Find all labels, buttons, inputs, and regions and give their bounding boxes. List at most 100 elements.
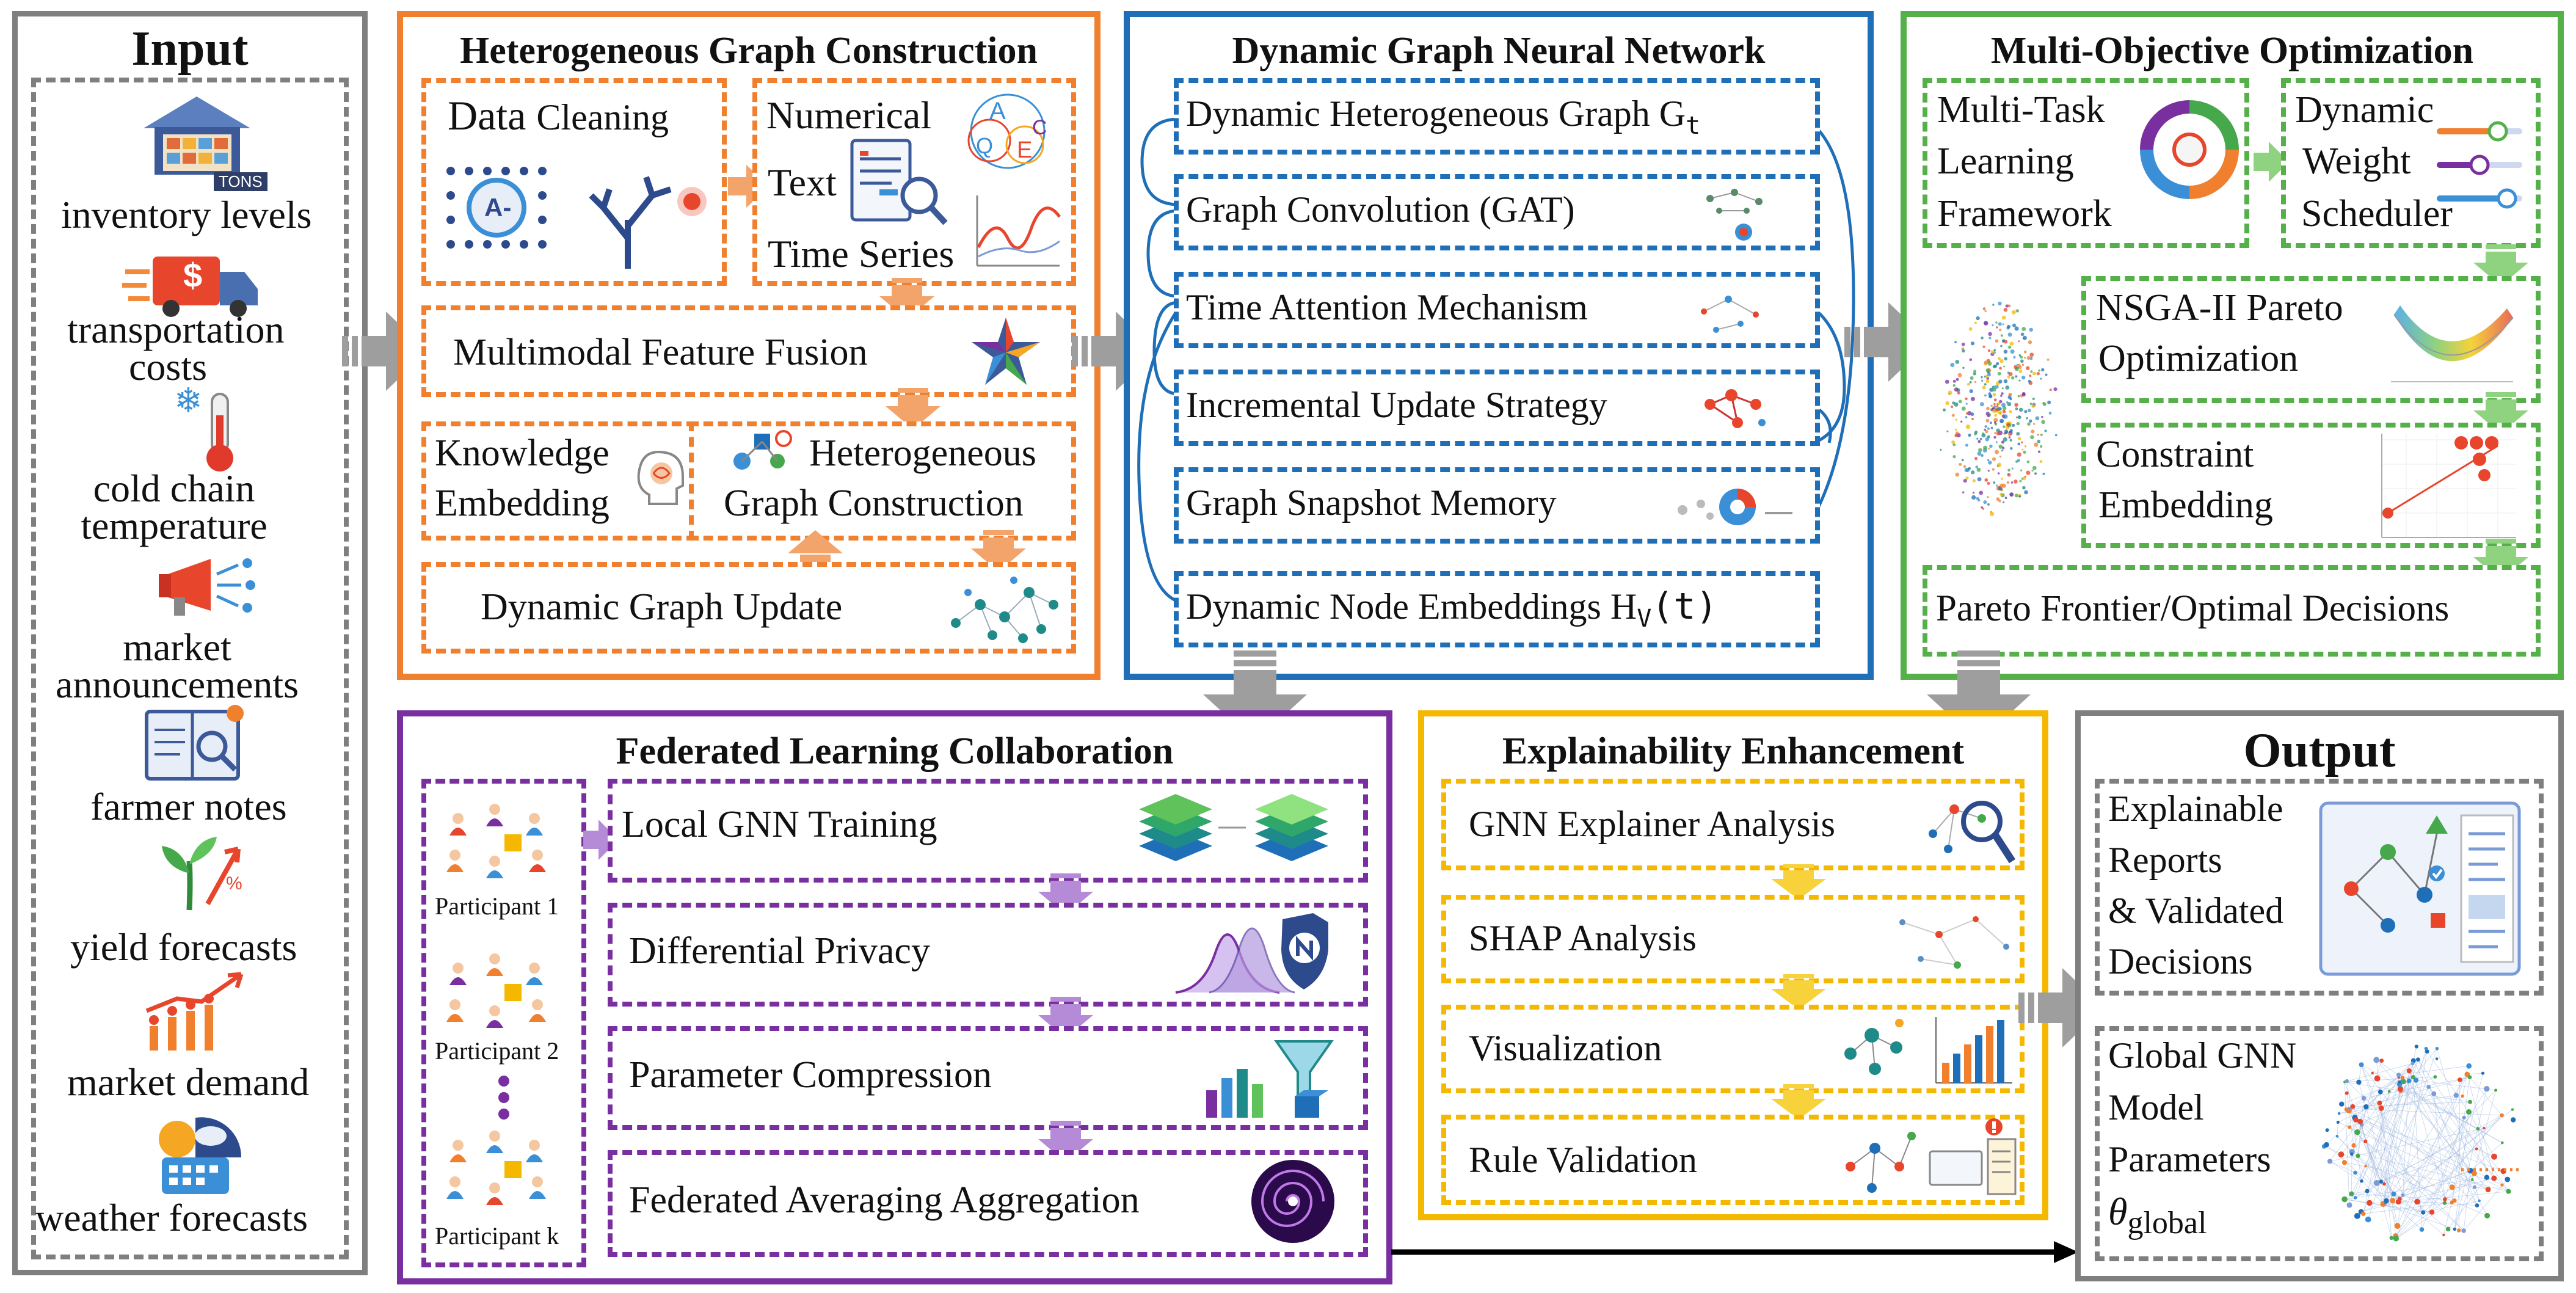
scatter-dot	[1974, 321, 1977, 324]
ring-edge	[2403, 1096, 2463, 1196]
nsga-label-2: Optimization	[2098, 338, 2299, 379]
theta-symbol: θ	[2108, 1190, 2128, 1233]
scatter-dot	[2034, 442, 2039, 447]
ring-edge	[2428, 1087, 2508, 1180]
scatter-dot	[1952, 443, 1956, 446]
ring-edge	[2396, 1179, 2473, 1239]
scatter-dot	[1971, 495, 1976, 500]
ring-node	[2470, 1178, 2474, 1181]
participant-cube	[504, 834, 522, 851]
ring-node	[2491, 1175, 2497, 1181]
explainer-to-shap-arrow	[1771, 864, 1826, 900]
dgnn-step-3[interactable]	[1174, 272, 1820, 348]
ring-node	[2338, 1151, 2345, 1158]
ring-edge	[2376, 1059, 2399, 1076]
ring-edge	[2348, 1110, 2489, 1190]
explain-step-gnn-explainer[interactable]	[1441, 779, 2025, 870]
scatter-dot	[1993, 418, 1998, 423]
scatter-dot	[2014, 494, 2018, 498]
scatter-dot	[2026, 460, 2030, 464]
scatter-dot	[2030, 435, 2034, 439]
participant-person	[529, 999, 546, 1022]
ring-node	[2361, 1096, 2367, 1101]
scatter-dot	[2008, 393, 2011, 396]
ring-node	[2378, 1089, 2383, 1094]
dgnn-step-1-label: Dynamic Heterogeneous Graph Gt	[1186, 95, 1700, 139]
scatter-dot	[2018, 354, 2021, 357]
output-title: Output	[2243, 724, 2396, 778]
ring-edge	[2469, 1112, 2495, 1157]
scatter-dot	[1992, 304, 1995, 306]
ring-node	[2350, 1152, 2354, 1156]
scatter-dot	[1987, 503, 1990, 506]
scatter-dot	[2031, 469, 2034, 472]
dgnn-step-6[interactable]	[1174, 571, 1820, 647]
scatter-dot	[2016, 421, 2020, 426]
slider-weights-icon	[2437, 121, 2522, 209]
scatter-dot	[1961, 343, 1965, 346]
scatter-dot	[1974, 381, 1977, 384]
output-report-2: Reports	[2108, 840, 2222, 880]
scatter-dot	[1984, 394, 1987, 397]
scatter-dot	[2009, 429, 2013, 432]
ring-node	[2400, 1079, 2403, 1082]
ring-edge	[2348, 1110, 2453, 1203]
scatter-dot	[1988, 332, 1992, 336]
dgnn-step-5[interactable]	[1174, 467, 1820, 544]
scatter-dot	[1987, 481, 1990, 485]
knowledge-embedding-box[interactable]	[421, 421, 696, 541]
fed-step-averaging[interactable]	[608, 1150, 1368, 1257]
ring-node	[2395, 1199, 2401, 1205]
ring-edge	[2344, 1063, 2413, 1082]
scatter-dot	[2017, 437, 2021, 440]
dgnn-title: Dynamic Graph Neural Network	[1232, 30, 1766, 71]
scatter-dot	[1961, 406, 1966, 411]
scatter-dot	[1951, 405, 1954, 409]
scatter-dot	[1976, 316, 1980, 321]
pareto-box[interactable]	[1923, 565, 2541, 657]
fusion-label: Multimodal Feature Fusion	[453, 332, 868, 373]
scatter-dot	[2017, 415, 2021, 420]
input-label-coldchain: cold chain temperature	[81, 467, 267, 547]
dgnn-step-2[interactable]	[1174, 174, 1820, 250]
visualization-to-rules-arrow	[1771, 1084, 1826, 1120]
scatter-dot	[1984, 360, 1988, 365]
ring-edge	[2392, 1200, 2398, 1226]
scatter-dot	[1948, 390, 1952, 395]
hgc-box[interactable]	[689, 421, 1076, 541]
explain-step-rule-validation[interactable]	[1441, 1115, 2025, 1205]
ring-edge	[2415, 1080, 2496, 1091]
explain-step-visualization[interactable]	[1441, 1005, 2025, 1093]
graph-update-box[interactable]	[421, 562, 1076, 654]
scatter-dot	[2012, 323, 2016, 327]
ring-edge	[2354, 1117, 2504, 1171]
ring-edge	[2395, 1115, 2502, 1239]
ring-node	[2398, 1080, 2401, 1084]
scatter-dot	[2022, 486, 2026, 490]
ring-edge	[2355, 1172, 2384, 1204]
ring-edge	[2469, 1077, 2502, 1116]
ellipsis-dots-icon	[498, 1076, 509, 1120]
scatter-dot	[2041, 420, 2045, 424]
fusion-box[interactable]	[421, 305, 1076, 397]
scatter-dot	[2021, 327, 2026, 331]
scatter-dot	[1968, 433, 1971, 437]
fed-step-local-training[interactable]	[608, 779, 1368, 883]
ring-edge	[2363, 1202, 2452, 1214]
dgnn-step-1[interactable]	[1174, 78, 1820, 155]
demand-chart-icon	[145, 972, 244, 1051]
scatter-dot	[1989, 421, 1992, 424]
scatter-dot	[2034, 472, 2037, 475]
scatter-dot	[2039, 460, 2043, 464]
ring-node	[2354, 1213, 2360, 1219]
scatter-dot	[1987, 427, 1990, 430]
explain-title: Explainability Enhancement	[1502, 730, 1965, 772]
snapshot-memory-icon	[1678, 489, 1792, 525]
scatter-dot	[2010, 349, 2015, 354]
ring-node	[2410, 1062, 2415, 1066]
scatter-dot	[2022, 392, 2026, 396]
data-cleaning-box[interactable]	[421, 78, 727, 286]
explain-step-shap[interactable]	[1441, 895, 2025, 983]
ring-edge	[2344, 1082, 2382, 1182]
warehouse-icon	[144, 97, 250, 175]
